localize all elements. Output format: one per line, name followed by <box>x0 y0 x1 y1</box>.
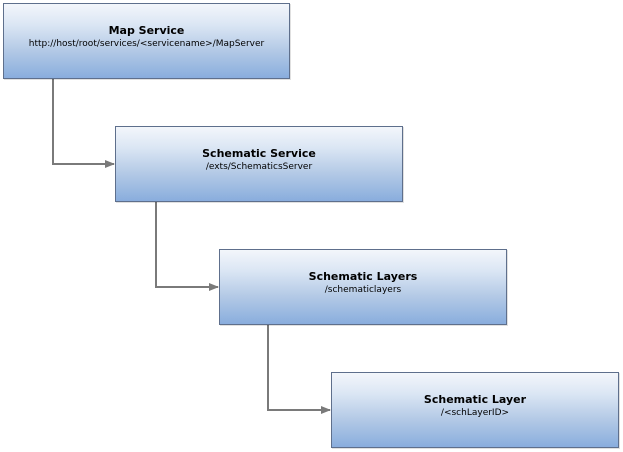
connector-layers-to-layer <box>267 325 331 414</box>
node-path: http://host/root/services/<servicename>/… <box>28 39 265 49</box>
node-path: /exts/SchematicsServer <box>205 162 313 172</box>
connector-schematic-service-to-layers <box>155 202 219 291</box>
node-path: /schematiclayers <box>324 285 402 295</box>
node-title: Schematic Service <box>202 147 316 160</box>
node-schematic-service: Schematic Service /exts/SchematicsServer <box>115 126 403 202</box>
node-title: Map Service <box>108 24 185 37</box>
node-schematic-layers: Schematic Layers /schematiclayers <box>219 249 507 325</box>
node-title: Schematic Layer <box>423 393 527 406</box>
node-title: Schematic Layers <box>308 270 418 283</box>
node-map-service: Map Service http://host/root/services/<s… <box>3 3 290 79</box>
connector-map-to-schematic-service <box>52 79 115 168</box>
node-schematic-layer: Schematic Layer /<schLayerID> <box>331 372 619 448</box>
node-path: /<schLayerID> <box>440 408 510 418</box>
